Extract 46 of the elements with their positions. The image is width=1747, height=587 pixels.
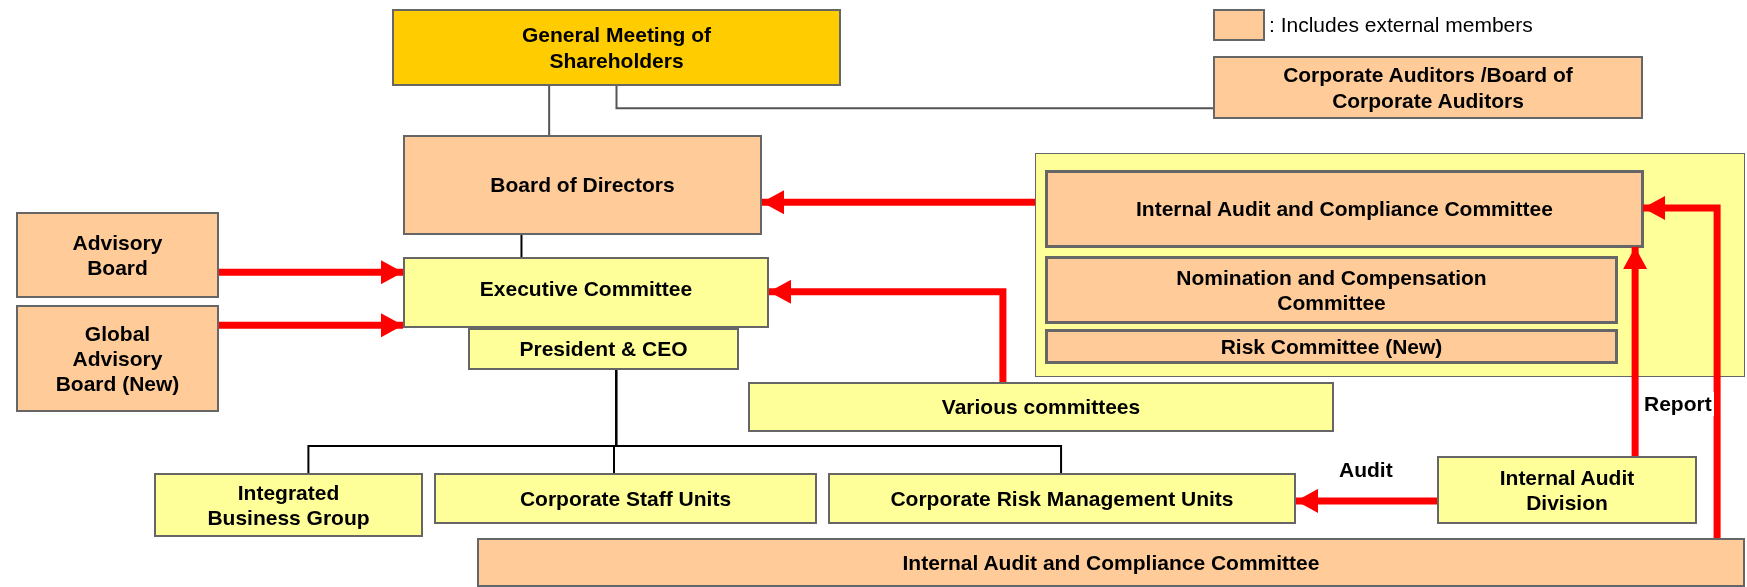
arrow [769,279,1007,382]
node-label: Board of Directors [490,172,675,198]
arrow [1623,247,1648,456]
committee-box [1045,256,1618,324]
unit-box [828,473,1296,524]
committees-box [748,382,1334,432]
node-label: Global Advisory Board (New) [54,320,181,397]
node-label: Internal Audit and Compliance Committee [902,549,1320,576]
unit-box [154,473,423,537]
board-box [403,135,762,235]
node-label: General Meeting of Shareholders [521,22,712,73]
node-label: Corporate Auditors /Board of Corporate Auditors [1282,62,1574,113]
connector-line [615,85,1214,110]
executive-box [403,257,769,328]
node-label: Integrated Business Group [206,479,371,531]
connector-line [520,234,523,258]
arrow [1643,196,1721,538]
advisory-box [16,212,219,298]
legend-label: : Includes external members [1269,13,1533,37]
node-label: Risk Committee (New) [1220,333,1443,360]
edge-label: Report [1642,392,1714,416]
node-label: Various committees [941,394,1141,420]
arrow [762,190,1035,215]
node-label: President & CEO [519,336,688,362]
committee-box [1045,170,1644,248]
committee-group-panel [1035,153,1745,377]
arrow [219,260,403,285]
auditors-box [1213,56,1643,119]
node-label: Internal Audit Division [1498,464,1636,516]
node-label: Advisory Board [71,229,164,281]
node-label: Corporate Risk Management Units [890,485,1234,512]
connector-line [615,369,1063,474]
node-label: Executive Committee [479,275,693,302]
committee-box [477,538,1745,587]
advisory-box [16,305,219,412]
meeting-box [392,9,841,86]
committee-box [1045,329,1618,364]
arrow [1296,488,1437,513]
node-label: Corporate Staff Units [519,485,732,512]
unit-box [434,473,817,524]
connector-line [548,85,551,136]
node-label: Nomination and Compensation Committee [1175,264,1488,316]
division-box [1437,456,1697,524]
president-box [468,328,739,370]
node-label: Internal Audit and Compliance Committee [1136,196,1553,222]
arrow [219,313,403,338]
